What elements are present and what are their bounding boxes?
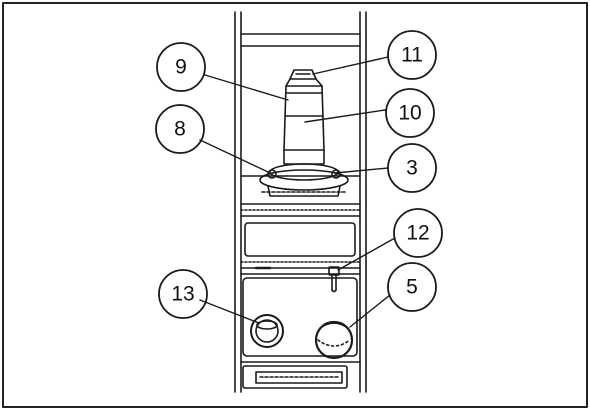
callout-12-label: 12	[406, 222, 429, 245]
callout-13: 13	[158, 269, 208, 319]
mounting-bolt-right	[331, 169, 341, 179]
bottom-tray	[242, 365, 348, 389]
callout-9-label: 9	[175, 56, 187, 79]
small-switch	[328, 266, 340, 293]
callout-5: 5	[387, 262, 437, 312]
leader-lines	[199, 56, 396, 328]
tray-slot	[255, 371, 343, 384]
callout-13-label: 13	[171, 283, 194, 306]
joystick-boot	[269, 163, 339, 181]
joystick-assembly	[259, 69, 349, 197]
mounting-bolt-left	[267, 169, 277, 179]
callout-10-label: 10	[398, 102, 421, 125]
joystick-handle	[283, 85, 325, 151]
callout-8-label: 8	[174, 118, 186, 141]
callout-8: 8	[155, 104, 205, 154]
joystick-cap	[289, 69, 317, 80]
console-body	[234, 11, 367, 393]
callout-12: 12	[393, 208, 443, 258]
callout-9: 9	[156, 42, 206, 92]
callout-3: 3	[387, 143, 437, 193]
callout-11-label: 11	[401, 44, 423, 67]
left-knob	[250, 314, 284, 348]
center-panel	[244, 222, 356, 257]
callout-11: 11	[387, 30, 437, 80]
right-knob	[314, 320, 354, 360]
callout-3-label: 3	[406, 157, 418, 180]
callout-10: 10	[385, 88, 435, 138]
callout-5-label: 5	[406, 276, 418, 299]
